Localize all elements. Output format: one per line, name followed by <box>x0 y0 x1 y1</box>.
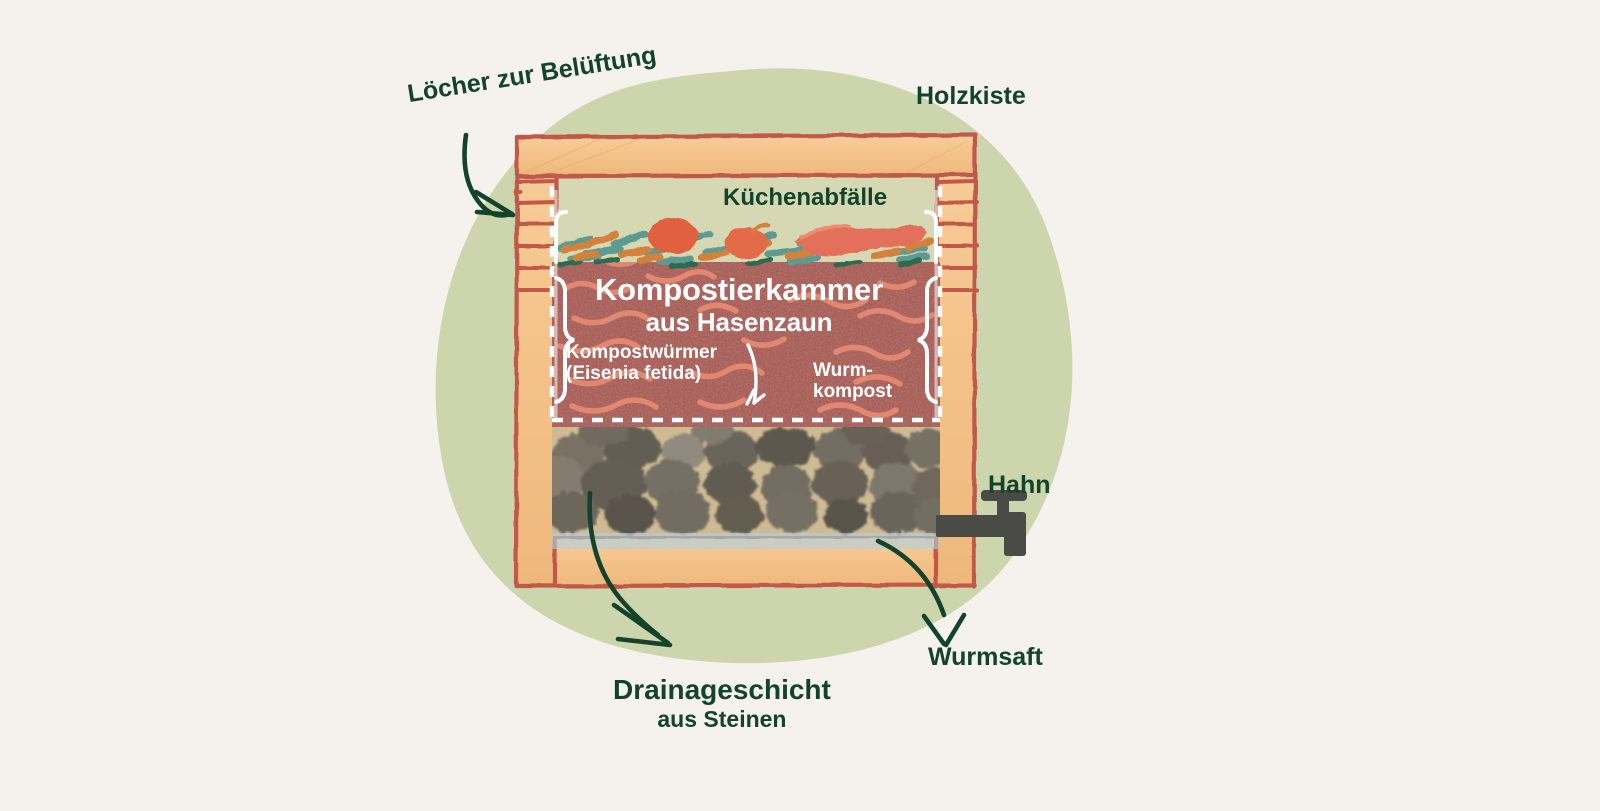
veg-scraps <box>556 218 934 269</box>
veg-carrot-big <box>795 224 927 257</box>
tap-spout <box>1004 512 1026 556</box>
label-chamber-sub: aus Hasenzaun <box>645 307 833 338</box>
kitchen-waste-layer <box>556 218 934 269</box>
box-left-post <box>516 136 556 587</box>
arrow-wormjuice-icon <box>875 538 967 648</box>
tap-body <box>936 515 1012 537</box>
compost-chamber-layer <box>552 262 940 427</box>
label-wormcompost-sub: kompost <box>813 381 893 403</box>
arrow-drainage-icon <box>587 490 673 648</box>
label-worms-sub: (Eisenia fetida) <box>566 363 702 385</box>
chamber-dashed-outline <box>549 186 943 423</box>
tap-stem <box>997 498 1009 520</box>
brace-left-icon <box>554 276 575 404</box>
label-wooden-box: Holzkiste <box>916 82 1026 110</box>
ventilation-holes-right <box>935 179 979 292</box>
label-worm-compost: Wurm- kompost <box>813 360 892 403</box>
drainage-layer <box>552 424 940 536</box>
label-tap: Hahn <box>988 471 1051 499</box>
brace-right-icon <box>917 276 938 404</box>
label-compost-chamber: Kompostierkammer aus Hasenzaun <box>595 272 883 337</box>
label-worms-main: Kompostwürmer <box>566 342 717 363</box>
label-drainage-main: Drainageschicht <box>613 674 831 705</box>
box-right-post <box>936 136 976 587</box>
box-beam-grain <box>519 138 969 177</box>
label-kitchen-waste: Küchenabfälle <box>723 184 888 211</box>
annotation-arrows <box>462 132 967 648</box>
label-chamber-main: Kompostierkammer <box>595 272 883 307</box>
liquid-band-solid <box>552 533 940 549</box>
label-drainage-layer: Drainageschicht aus Steinen <box>613 674 831 733</box>
drainage-stones <box>552 424 940 535</box>
veg-tomato-2 <box>725 227 767 259</box>
compost-worms <box>557 262 935 419</box>
worm-juice-layer <box>552 533 940 549</box>
tap-icon <box>936 490 1027 556</box>
label-compost-worms: Kompostwürmer (Eisenia fetida) <box>566 342 717 385</box>
label-wormcompost-main: Wurm- <box>813 360 873 381</box>
arrow-holes-icon <box>462 132 516 218</box>
arrow-inner-down-icon <box>745 343 766 406</box>
veg-tomato-1 <box>648 218 698 254</box>
tap-handle <box>981 490 1027 501</box>
label-worm-juice: Wurmsaft <box>928 643 1043 671</box>
chamber-markers <box>549 186 943 423</box>
box-top-beam <box>516 136 976 176</box>
ventilation-holes-left <box>514 179 558 292</box>
label-drainage-sub: aus Steinen <box>657 706 787 733</box>
